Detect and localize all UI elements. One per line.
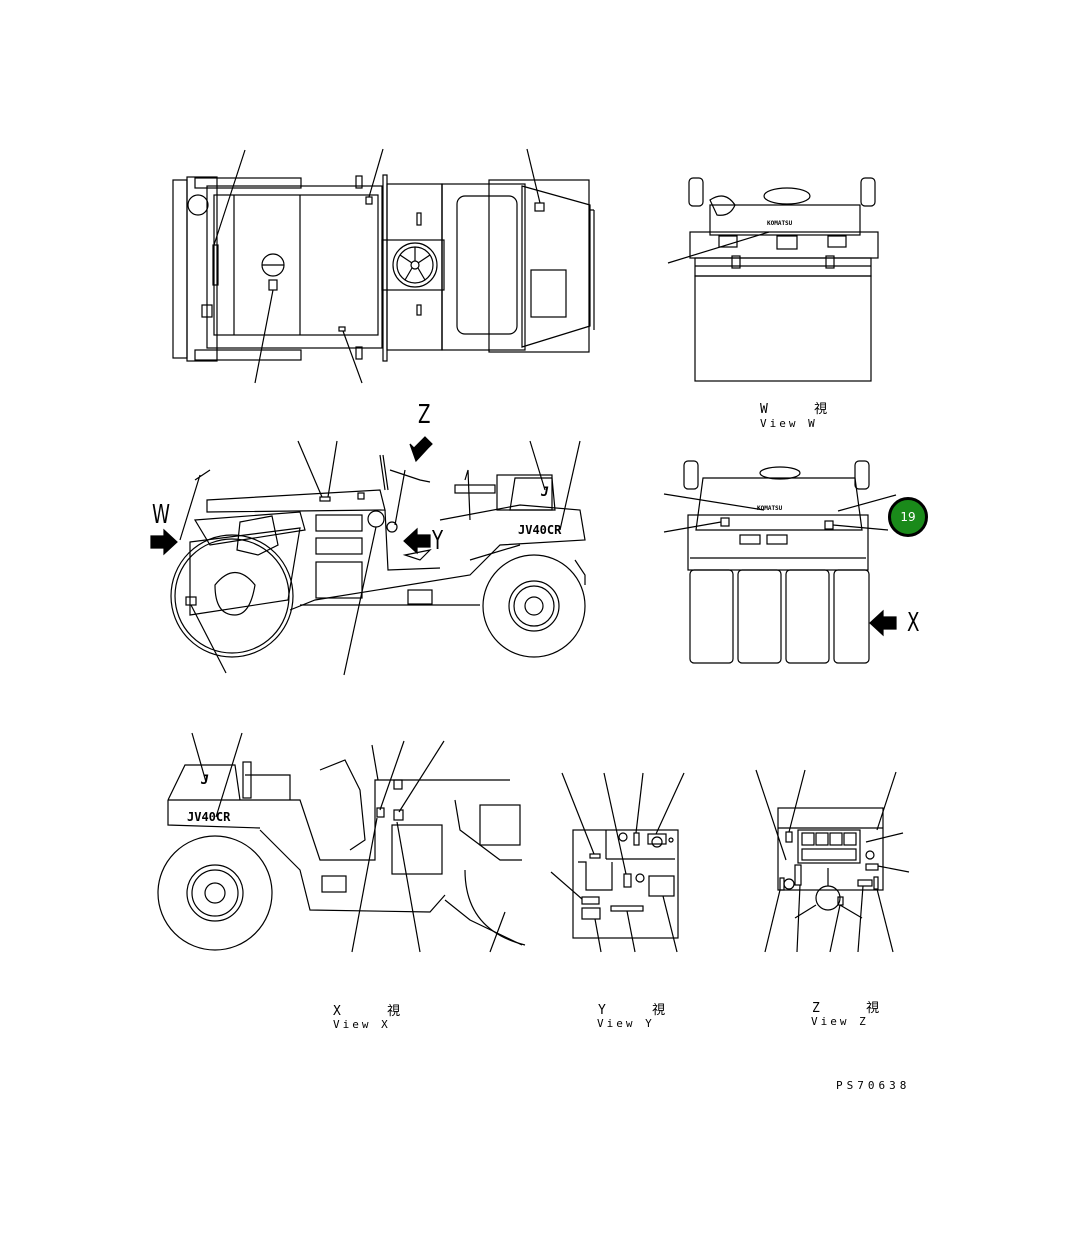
view-z-drawing <box>755 769 910 953</box>
side-view-drawing <box>170 440 586 676</box>
view-w-caption-jp: W 視 <box>760 402 831 417</box>
view-w-drawing <box>667 177 879 382</box>
rear-view-drawing <box>663 460 897 664</box>
view-z-caption-jp: Z 視 <box>812 1001 883 1016</box>
brand-decal-rear: KOMATSU <box>757 505 783 512</box>
arrow-w-icon <box>150 528 178 556</box>
top-view-drawing <box>172 148 595 384</box>
logo-decal-x: J <box>201 773 209 788</box>
view-w-caption-en: View W <box>760 417 818 430</box>
arrow-label-x: X <box>907 608 920 638</box>
brand-decal-w: KOMATSU <box>767 220 793 227</box>
logo-decal-side: J <box>541 485 549 500</box>
model-decal-x: JV40CR <box>187 810 231 824</box>
arrow-label-w: W <box>152 500 171 530</box>
model-decal-side: JV40CR <box>518 523 562 537</box>
arrow-label-y: Y <box>432 526 444 556</box>
drawing-code: PS70638 <box>836 1079 911 1092</box>
callout-number: 19 <box>900 510 916 524</box>
view-x-caption-jp: X 視 <box>333 1004 404 1019</box>
view-x-drawing <box>157 732 526 953</box>
view-x-caption-en: View X <box>333 1018 391 1031</box>
view-y-caption-en: View Y <box>597 1017 655 1030</box>
view-z-caption-en: View Z <box>811 1015 869 1028</box>
arrow-y-icon <box>403 527 431 555</box>
view-y-caption-jp: Y 視 <box>598 1003 669 1018</box>
arrow-z-icon <box>409 436 433 463</box>
arrow-label-z: Z <box>418 400 431 430</box>
callout-badge-19[interactable]: 19 <box>888 497 928 537</box>
view-y-drawing <box>550 772 685 953</box>
arrow-x-icon <box>869 609 897 637</box>
